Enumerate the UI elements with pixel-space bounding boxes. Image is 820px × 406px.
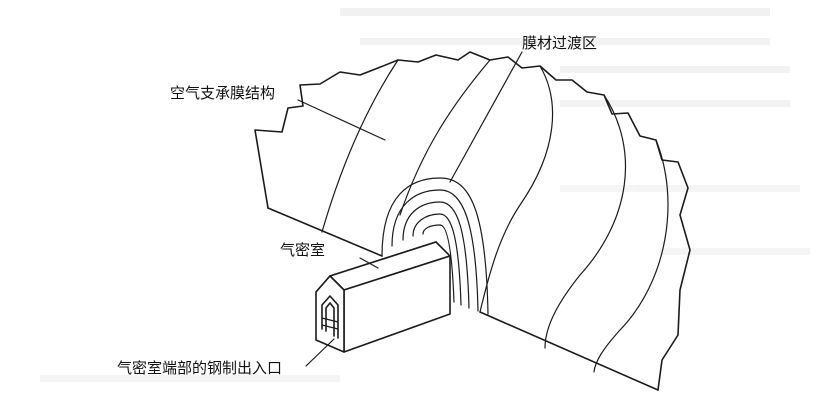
label-transition-zone: 膜材过渡区 bbox=[522, 34, 597, 52]
leader-airlock bbox=[359, 257, 379, 269]
leader-lines bbox=[297, 51, 523, 367]
label-airlock-end-exit: 气密室端部的钢制出入口 bbox=[117, 359, 282, 377]
dome-outline bbox=[254, 51, 691, 391]
airlock-chamber bbox=[315, 241, 451, 353]
show-through-texture bbox=[40, 8, 810, 382]
membrane-seams bbox=[321, 59, 669, 373]
label-membrane-structure: 空气支承膜结构 bbox=[170, 84, 275, 102]
label-airlock: 气密室 bbox=[280, 241, 325, 259]
leader-transition-zone bbox=[449, 51, 523, 183]
leader-membrane-structure bbox=[297, 99, 386, 141]
steel-entrance-door bbox=[321, 295, 339, 339]
leader-airlock-end-exit bbox=[305, 338, 335, 367]
transition-zone-arches bbox=[381, 177, 489, 315]
dome-ground-line bbox=[267, 207, 659, 391]
airlock-end-wall bbox=[315, 275, 345, 353]
